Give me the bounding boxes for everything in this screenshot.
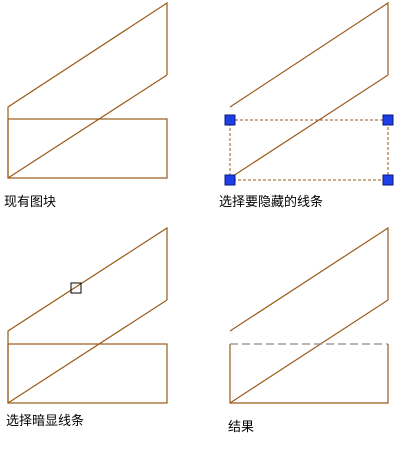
diagonal-line xyxy=(229,74,389,179)
caption-existing-block: 现有图块 xyxy=(4,195,57,210)
caption-result: 结果 xyxy=(228,420,255,435)
rectangle-visible-edges xyxy=(229,344,389,404)
selected-rectangle-dashed xyxy=(229,119,389,181)
caption-select-dim-line: 选择暗显线条 xyxy=(6,414,85,429)
parallelogram-outline xyxy=(229,226,389,332)
diagonal-line xyxy=(7,74,168,179)
rectangle-outline xyxy=(7,343,168,404)
pick-box-cursor[interactable] xyxy=(70,282,82,294)
panel-select-dim-line xyxy=(7,226,168,404)
parallelogram-outline xyxy=(229,1,389,108)
panel-result xyxy=(229,226,389,404)
caption-select-hide-line: 选择要隐藏的线条 xyxy=(219,195,324,210)
diagonal-line xyxy=(229,299,389,404)
rectangle-outline xyxy=(7,118,168,179)
grip-bottom-right[interactable] xyxy=(382,174,394,186)
panel-existing-block xyxy=(7,1,168,179)
panel-select-line xyxy=(224,1,394,186)
grip-top-left[interactable] xyxy=(224,114,236,126)
diagonal-line xyxy=(7,299,168,404)
grip-bottom-left[interactable] xyxy=(224,174,236,186)
grip-top-right[interactable] xyxy=(382,114,394,126)
